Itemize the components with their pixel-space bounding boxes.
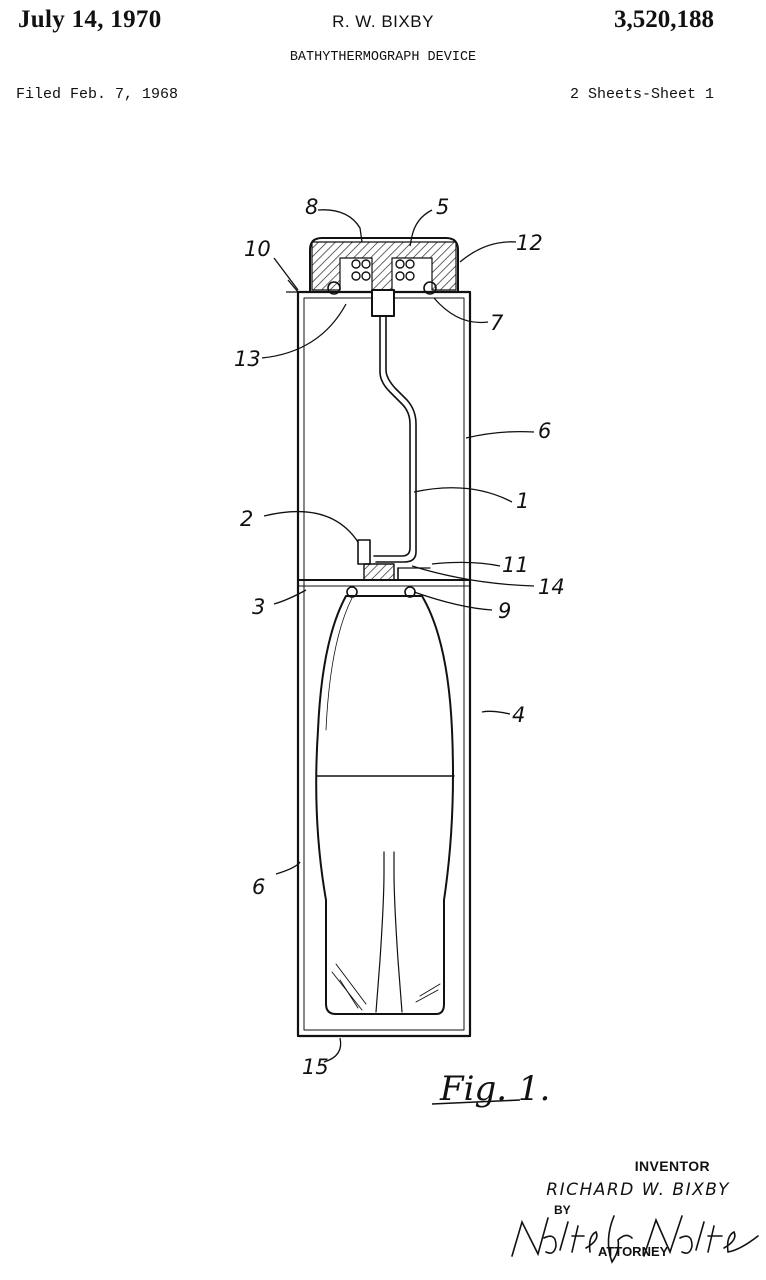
dip-tube xyxy=(375,851,385,1013)
ref-5: 5 xyxy=(436,195,449,219)
patent-number: 3,520,188 xyxy=(614,6,714,33)
o-ring-left xyxy=(327,281,341,295)
attorney-signature xyxy=(511,1215,759,1264)
cap-spring-right xyxy=(395,259,415,281)
filed-date: Filed Feb. 7, 1968 xyxy=(16,86,179,103)
ref-14: 14 xyxy=(538,575,565,599)
ref-6-bottom: 6 xyxy=(252,875,265,899)
capillary-tube xyxy=(373,315,411,557)
ref-11: 11 xyxy=(502,553,529,577)
ref-2: 2 xyxy=(240,507,253,531)
ref-6-top: 6 xyxy=(538,419,551,443)
ref-3: 3 xyxy=(252,595,265,619)
cap-outline xyxy=(309,237,459,293)
canister-inner-wall xyxy=(303,297,465,1031)
ref-1: 1 xyxy=(516,489,529,513)
patent-title: BATHYTHERMOGRAPH DEVICE xyxy=(289,50,477,65)
inventor-label: INVENTOR xyxy=(634,1158,710,1174)
by-label: BY xyxy=(554,1203,571,1217)
ref-9: 8 xyxy=(305,195,318,219)
sheet-count: 2 Sheets-Sheet 1 xyxy=(569,86,714,103)
ref-15: 15 xyxy=(302,1055,329,1079)
patent-date: July 14, 1970 xyxy=(18,6,162,33)
header-inventor: R. W. BIXBY xyxy=(332,12,434,31)
valve-body xyxy=(363,563,395,581)
valve xyxy=(357,539,371,565)
ref-12: 12 xyxy=(516,231,543,255)
o-ring-right xyxy=(423,281,437,295)
ref-7: 7 xyxy=(490,311,504,335)
inventor-name: RICHARD W. BIXBY xyxy=(546,1180,730,1200)
cap-spring-left xyxy=(351,259,371,281)
plunger xyxy=(371,289,395,317)
bottle-outline xyxy=(315,595,454,1015)
ref-10: 10 xyxy=(244,237,271,261)
ref-13: 13 xyxy=(234,347,261,371)
ref-8: 9 xyxy=(498,599,511,623)
attorney-label: ATTORNEY xyxy=(598,1244,669,1259)
ref-4: 4 xyxy=(512,703,525,727)
cap-hatched-plug xyxy=(311,241,457,301)
